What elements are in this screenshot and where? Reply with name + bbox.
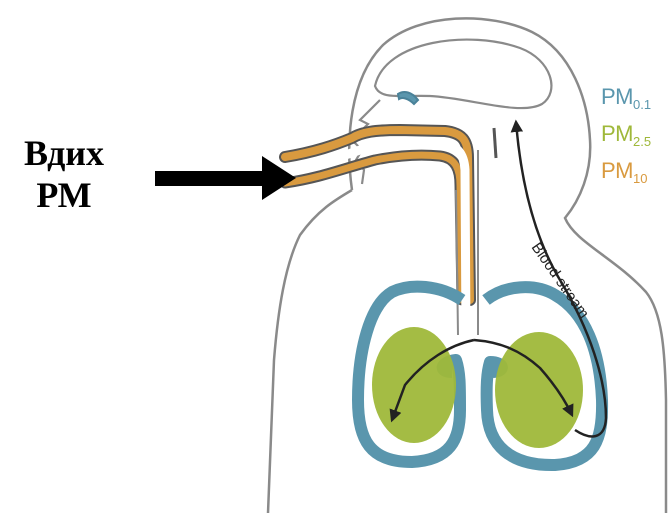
pm01-nasal-deposit (398, 92, 418, 104)
pm25-left-lung (372, 327, 456, 443)
legend-pm01-sub: 0.1 (633, 97, 651, 112)
legend-pm10-sub: 10 (633, 171, 647, 186)
legend-pm25-sub: 2.5 (633, 134, 651, 149)
legend-pm10-base: PM (601, 158, 633, 183)
pm-legend: PM0.1 PM2.5 PM10 (601, 82, 671, 193)
pm25-right-lung (495, 332, 583, 448)
blood-stream-label: Blood stream (528, 240, 593, 322)
legend-pm01-base: PM (601, 84, 633, 109)
legend-item-pm10: PM10 (601, 156, 671, 193)
inhale-arrow-icon (155, 156, 296, 200)
inhale-label-line1: Вдих (0, 132, 128, 174)
legend-item-pm01: PM0.1 (601, 82, 671, 119)
inhale-label-line2: РМ (0, 174, 128, 216)
legend-item-pm25: PM2.5 (601, 119, 671, 156)
legend-pm25-base: PM (601, 121, 633, 146)
airway-lower-pm10 (285, 155, 462, 300)
inhale-label: Вдих РМ (0, 132, 128, 216)
vessel-mark (494, 128, 496, 158)
